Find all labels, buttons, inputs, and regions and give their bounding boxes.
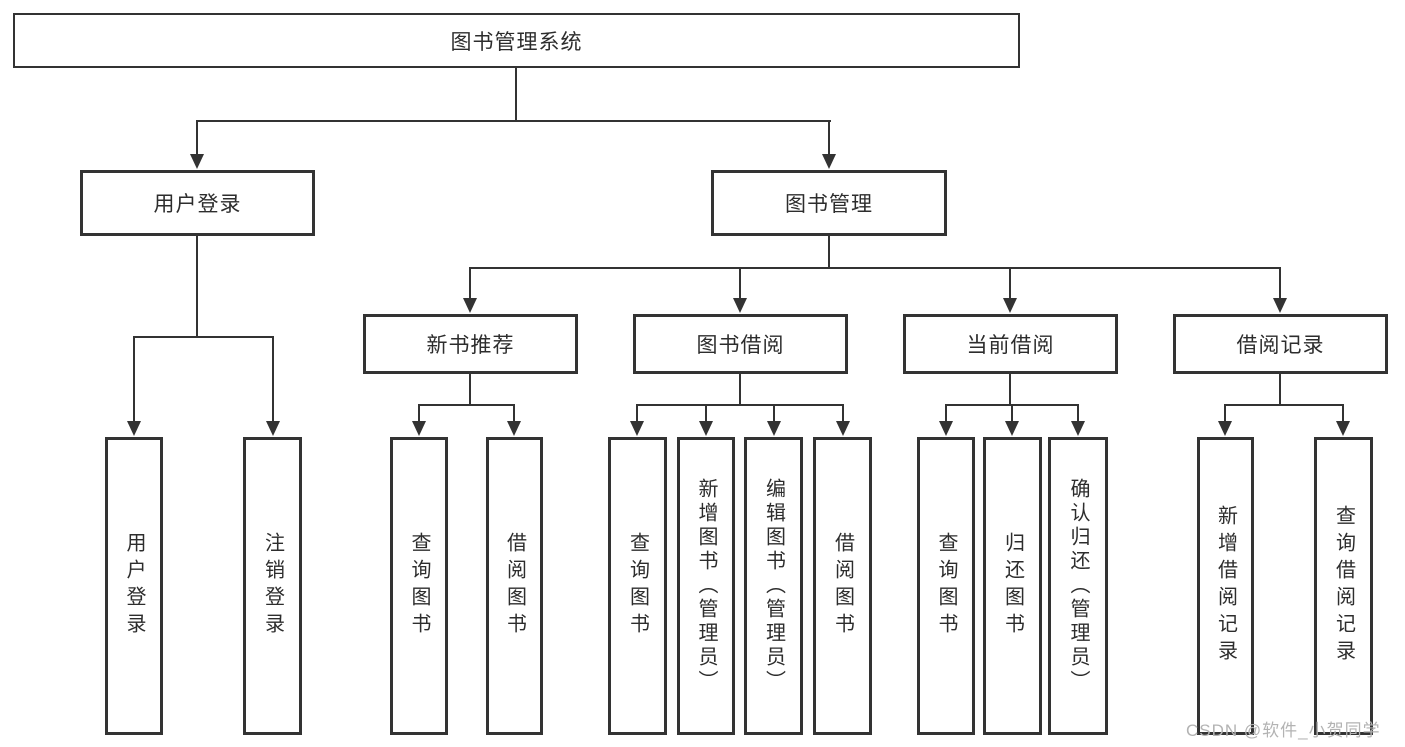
connector-line <box>773 404 775 422</box>
arrow-down-icon <box>1273 298 1287 313</box>
arrow-down-icon <box>463 298 477 313</box>
leaf-label: 借阅图书 <box>831 532 854 640</box>
arrow-down-icon <box>266 421 280 436</box>
arrow-down-icon <box>822 154 836 169</box>
leaf-label: 新增图书（管理员） <box>695 478 717 694</box>
arrow-down-icon <box>1336 421 1350 436</box>
node-current-borrowing: 当前借阅 <box>903 314 1118 374</box>
connector-line <box>513 404 515 422</box>
connector-line <box>196 120 831 122</box>
node-book-management: 图书管理 <box>711 170 947 236</box>
leaf-label: 新增借阅记录 <box>1214 505 1237 667</box>
arrow-down-icon <box>939 421 953 436</box>
leaf-add-book-admin: 新增图书（管理员） <box>677 437 735 735</box>
connector-line <box>1342 404 1344 422</box>
arrow-down-icon <box>412 421 426 436</box>
arrow-down-icon <box>767 421 781 436</box>
connector-line <box>1224 404 1226 422</box>
arrow-down-icon <box>836 421 850 436</box>
leaf-edit-book-admin: 编辑图书（管理员） <box>744 437 803 735</box>
connector-line <box>196 236 198 337</box>
connector-line <box>469 267 1281 269</box>
node-user-login-label: 用户登录 <box>153 193 242 216</box>
arrow-down-icon <box>1005 421 1019 436</box>
node-new-book-recommend: 新书推荐 <box>363 314 578 374</box>
connector-line <box>1279 374 1281 405</box>
connector-line <box>418 404 515 406</box>
connector-line <box>636 404 638 422</box>
connector-line <box>418 404 420 422</box>
node-book-borrowing: 图书借阅 <box>633 314 848 374</box>
arrow-down-icon <box>699 421 713 436</box>
node-root-system: 图书管理系统 <box>13 13 1020 68</box>
leaf-add-borrow-record: 新增借阅记录 <box>1197 437 1254 735</box>
connector-line <box>705 404 707 422</box>
connector-line <box>469 374 471 405</box>
arrow-down-icon <box>507 421 521 436</box>
leaf-query-books-1: 查询图书 <box>390 437 448 735</box>
connector-line <box>636 404 844 406</box>
leaf-borrow-books-1: 借阅图书 <box>486 437 543 735</box>
node-user-login: 用户登录 <box>80 170 315 236</box>
leaf-label: 借阅图书 <box>503 532 526 640</box>
node-current-borrowing-label: 当前借阅 <box>966 334 1055 357</box>
connector-line <box>133 336 274 338</box>
connector-line <box>515 68 517 121</box>
leaf-label: 查询图书 <box>408 532 430 640</box>
connector-line <box>945 404 947 422</box>
leaf-label: 用户登录 <box>123 532 145 640</box>
arrow-down-icon <box>733 298 747 313</box>
leaf-return-book: 归还图书 <box>983 437 1042 735</box>
leaf-label: 确认归还（管理员） <box>1067 478 1089 694</box>
arrow-down-icon <box>1218 421 1232 436</box>
leaf-query-books-3: 查询图书 <box>917 437 975 735</box>
arrow-down-icon <box>190 154 204 169</box>
leaf-borrow-books-2: 借阅图书 <box>813 437 872 735</box>
leaf-label: 查询借阅记录 <box>1332 505 1355 667</box>
node-root-label: 图书管理系统 <box>450 30 583 54</box>
connector-line <box>842 404 844 422</box>
connector-line <box>1011 404 1013 422</box>
leaf-query-borrow-record: 查询借阅记录 <box>1314 437 1373 735</box>
connector-line <box>1279 267 1281 299</box>
connector-line <box>1077 404 1079 422</box>
leaf-label: 编辑图书（管理员） <box>762 478 785 694</box>
leaf-query-books-2: 查询图书 <box>608 437 667 735</box>
leaf-user-login: 用户登录 <box>105 437 163 735</box>
leaf-label: 查询图书 <box>626 532 649 640</box>
connector-line <box>739 374 741 405</box>
connector-line <box>272 336 274 422</box>
node-borrowing-records: 借阅记录 <box>1173 314 1388 374</box>
connector-line <box>133 336 135 422</box>
connector-line <box>1224 404 1344 406</box>
node-borrowing-records-label: 借阅记录 <box>1236 334 1325 357</box>
arrow-down-icon <box>1003 298 1017 313</box>
connector-line <box>1009 374 1011 405</box>
connector-line <box>828 120 830 155</box>
connector-line <box>196 120 198 155</box>
connector-line <box>469 267 471 299</box>
arrow-down-icon <box>1071 421 1085 436</box>
leaf-label: 查询图书 <box>935 532 957 640</box>
connector-line <box>828 236 830 269</box>
csdn-watermark: CSDN @软件_小贺同学 <box>1186 721 1381 740</box>
node-book-management-label: 图书管理 <box>785 193 873 216</box>
arrow-down-icon <box>630 421 644 436</box>
leaf-label: 归还图书 <box>1001 532 1024 640</box>
node-new-book-recommend-label: 新书推荐 <box>426 334 515 357</box>
arrow-down-icon <box>127 421 141 436</box>
connector-line <box>1009 267 1011 299</box>
leaf-confirm-return-admin: 确认归还（管理员） <box>1048 437 1108 735</box>
leaf-logout: 注销登录 <box>243 437 302 735</box>
leaf-label: 注销登录 <box>261 532 284 640</box>
node-book-borrowing-label: 图书借阅 <box>696 334 785 357</box>
connector-line <box>739 267 741 299</box>
